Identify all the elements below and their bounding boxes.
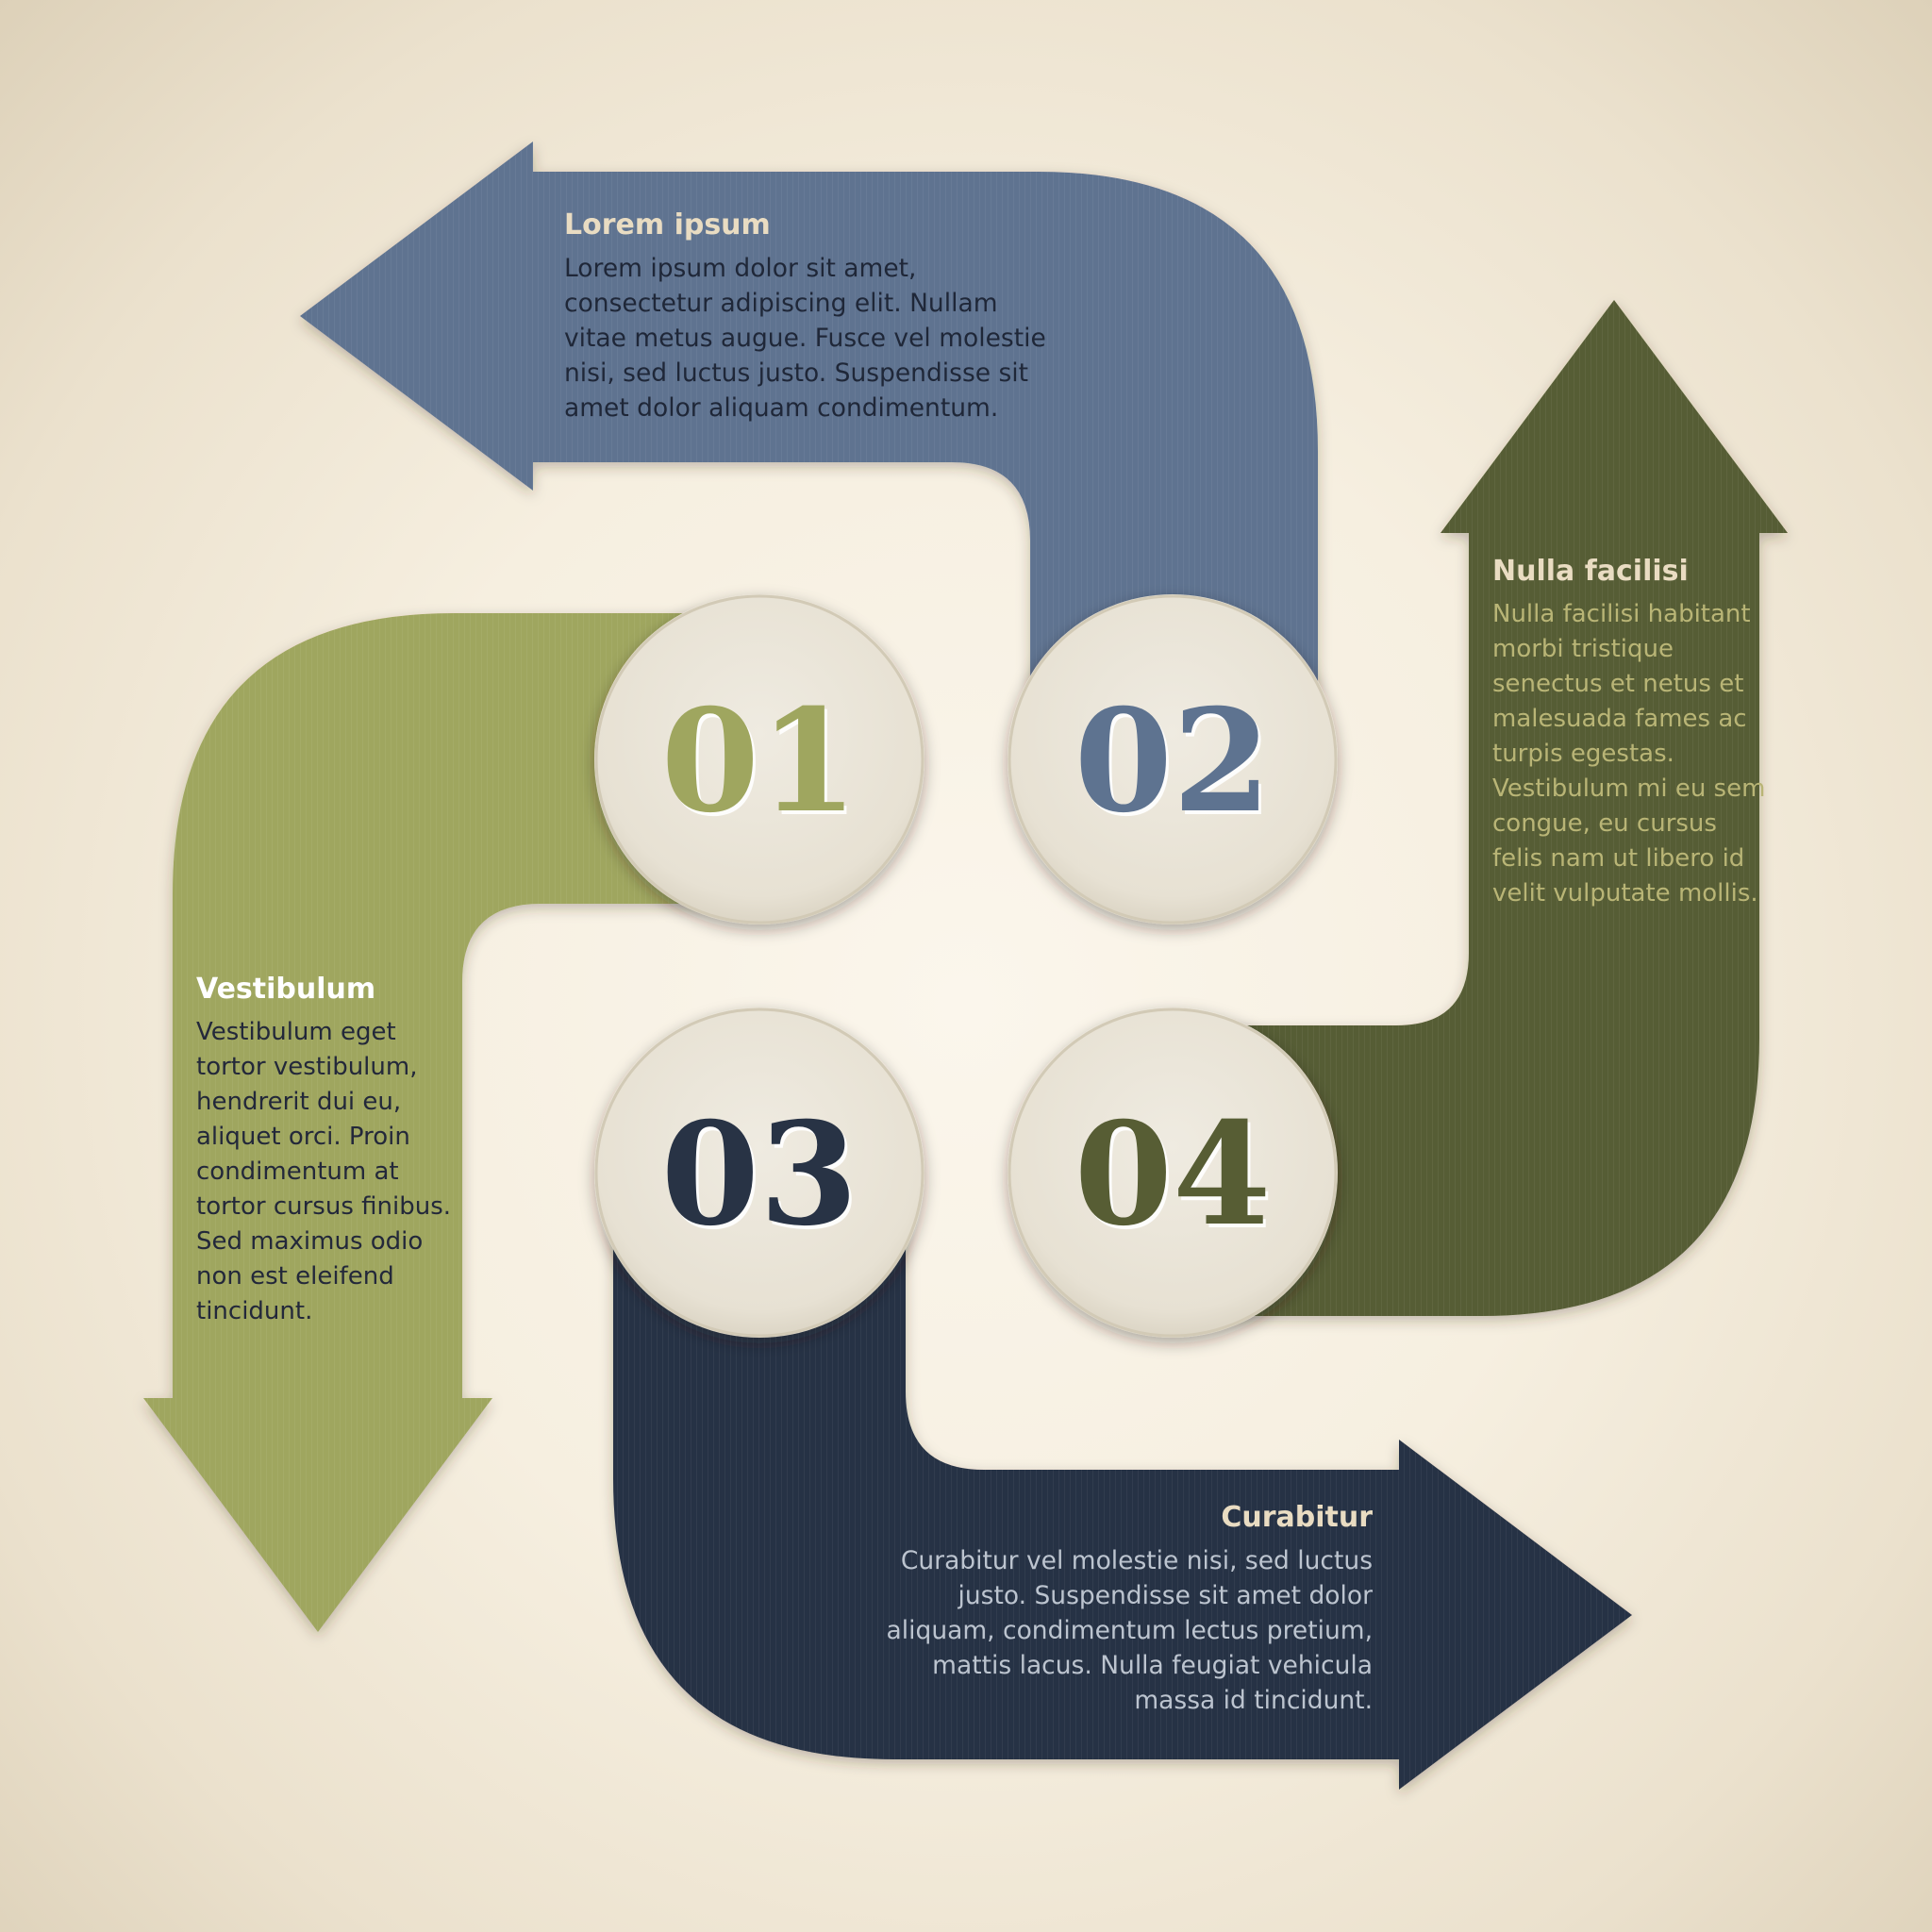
step-circle-bg: [594, 1008, 924, 1338]
step-circle-edge: [594, 594, 924, 924]
step-02-body: Lorem ipsum dolor sit amet, consectetur …: [564, 254, 1046, 423]
step-01-text: Vestibulum Vestibulum eget tortor vestib…: [196, 972, 465, 1329]
step-01-body: Vestibulum eget tortor vestibulum, hendr…: [196, 1018, 452, 1325]
step-03-text: Curabitur Curabitur vel molestie nisi, s…: [875, 1500, 1373, 1718]
step-number-highlight: 03: [664, 1095, 861, 1261]
step-number-04: 04: [1074, 1091, 1272, 1257]
step-number-highlight: 02: [1077, 682, 1274, 848]
step-01-title: Vestibulum: [196, 973, 376, 1006]
step-number-highlight: 04: [1077, 1095, 1274, 1261]
step-03-body: Curabitur vel molestie nisi, sed luctus …: [886, 1546, 1373, 1715]
step-04-title: Nulla facilisi: [1492, 555, 1689, 588]
step-04-body: Nulla facilisi habitant morbi tristique …: [1492, 600, 1766, 908]
step-number-02: 02: [1074, 678, 1272, 844]
step-circle-edge: [594, 1008, 924, 1338]
step-02-text: Lorem ipsum Lorem ipsum dolor sit amet, …: [564, 208, 1055, 425]
step-number-03: 03: [661, 1091, 858, 1257]
arrow-green: [143, 613, 717, 1632]
arrow-olive: [1170, 300, 1788, 1316]
step-04-text: Nulla facilisi Nulla facilisi habitant m…: [1492, 554, 1766, 911]
arrow-navy: [613, 1184, 1632, 1790]
step-number-highlight: 01: [664, 682, 861, 848]
step-02-title: Lorem ipsum: [564, 208, 771, 242]
step-circle-bg: [594, 594, 924, 924]
arrow-blue: [300, 142, 1318, 689]
step-circle-edge: [1008, 1008, 1338, 1338]
step-number-01: 01: [661, 678, 858, 844]
step-circle-bg: [1008, 1008, 1338, 1338]
step-03-title: Curabitur: [1221, 1501, 1373, 1534]
step-circle-edge: [1008, 594, 1338, 924]
step-circle-bg: [1008, 594, 1338, 924]
